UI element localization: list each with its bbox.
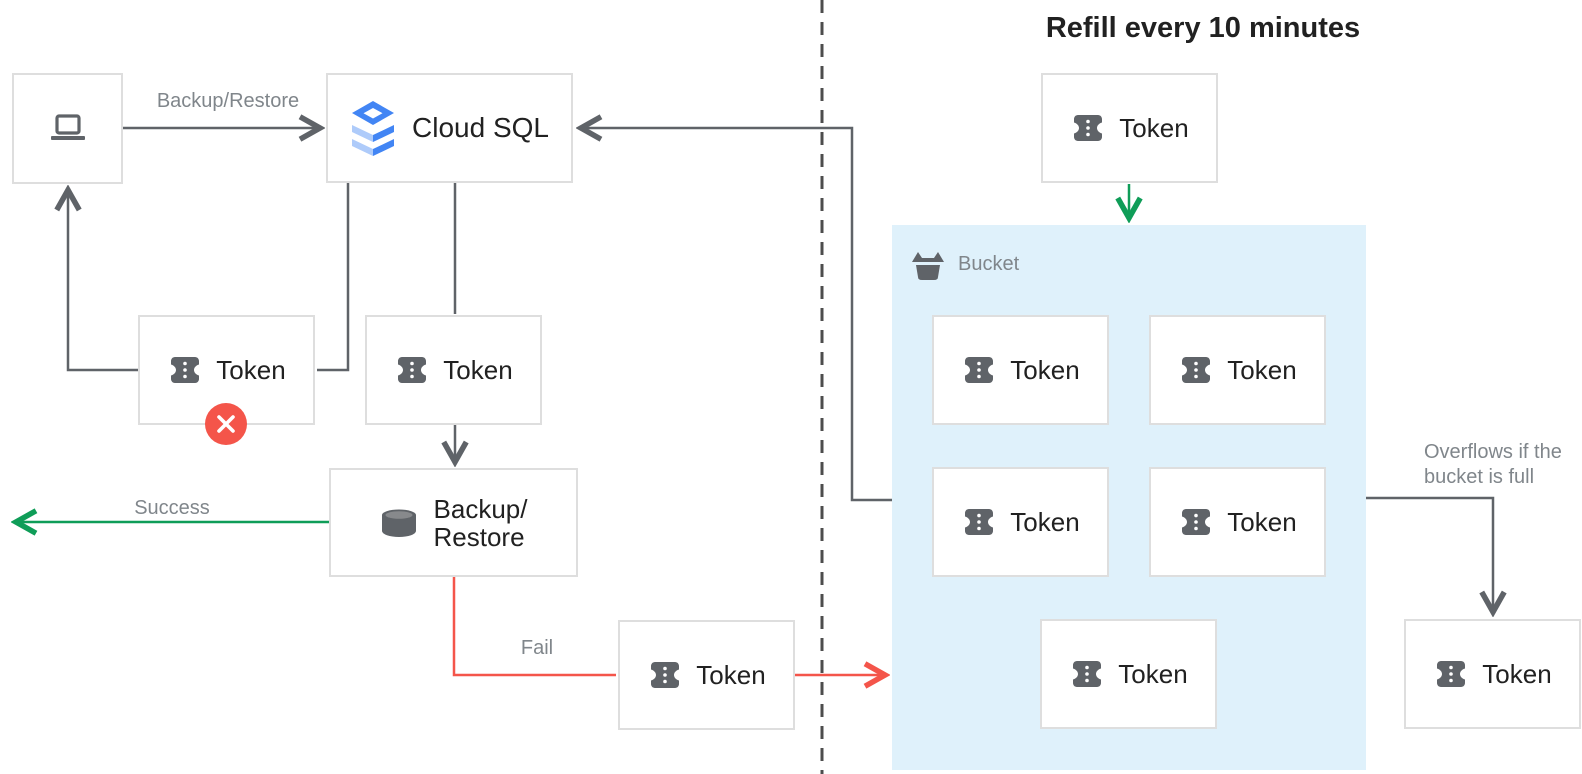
token-box-bucket-5: Token — [1040, 619, 1217, 729]
token-icon — [651, 662, 680, 688]
cloudsql-icon — [352, 101, 395, 156]
token-box-request: Token — [365, 315, 542, 425]
database-icon — [381, 509, 416, 537]
edge-label-success: Success — [134, 497, 210, 519]
cloudsql-box: Cloud SQL — [326, 73, 573, 183]
token-label: Token — [696, 659, 766, 690]
edge-label-backup-restore: Backup/Restore — [156, 90, 300, 112]
token-label: Token — [443, 354, 513, 385]
token-label: Token — [1227, 354, 1297, 385]
edge-overflow — [1366, 496, 1493, 612]
token-box-bucket-2: Token — [1149, 315, 1326, 425]
token-label: Token — [1118, 658, 1188, 689]
error-badge — [205, 403, 247, 445]
token-label: Token — [216, 354, 286, 385]
bucket-icon — [912, 252, 944, 280]
token-label: Token — [1482, 658, 1552, 689]
laptop-icon — [50, 114, 85, 140]
edge-cloudsql-to-returned-token — [317, 183, 350, 372]
token-label: Token — [1010, 506, 1080, 537]
token-label: Token — [1010, 354, 1080, 385]
token-icon — [965, 357, 994, 383]
token-icon — [1182, 509, 1211, 535]
token-icon — [1182, 357, 1211, 383]
cloudsql-label: Cloud SQL — [412, 112, 549, 143]
token-label: Token — [1227, 506, 1297, 537]
backup-restore-label: Backup/ Restore — [433, 493, 528, 552]
token-box-fail: Token — [618, 620, 795, 730]
token-label: Token — [1119, 112, 1189, 143]
token-box-overflow: Token — [1404, 619, 1581, 729]
refill-title: Refill every 10 minutes — [1045, 12, 1361, 44]
token-icon — [1073, 661, 1102, 687]
edge-fail-to-token — [452, 577, 616, 677]
client-box — [12, 73, 123, 184]
token-icon — [398, 357, 427, 383]
x-icon — [217, 415, 235, 433]
edge-label-fail: Fail — [520, 637, 554, 659]
bucket-label: Bucket — [958, 253, 1020, 275]
token-box-bucket-1: Token — [932, 315, 1109, 425]
edge-token-to-client — [68, 190, 138, 372]
bucket-label-group: Bucket — [910, 249, 1019, 280]
token-icon — [965, 509, 994, 535]
token-box-refill: Token — [1041, 73, 1218, 183]
backup-restore-box: Backup/ Restore — [329, 468, 578, 577]
token-icon — [1437, 661, 1466, 687]
token-box-bucket-4: Token — [1149, 467, 1326, 577]
token-icon — [1074, 115, 1103, 141]
edge-bucket-to-cloudsql — [581, 128, 892, 502]
edge-label-overflow: Overflows if the bucket is full — [1424, 441, 1562, 488]
token-box-bucket-3: Token — [932, 467, 1109, 577]
token-icon — [171, 357, 200, 383]
